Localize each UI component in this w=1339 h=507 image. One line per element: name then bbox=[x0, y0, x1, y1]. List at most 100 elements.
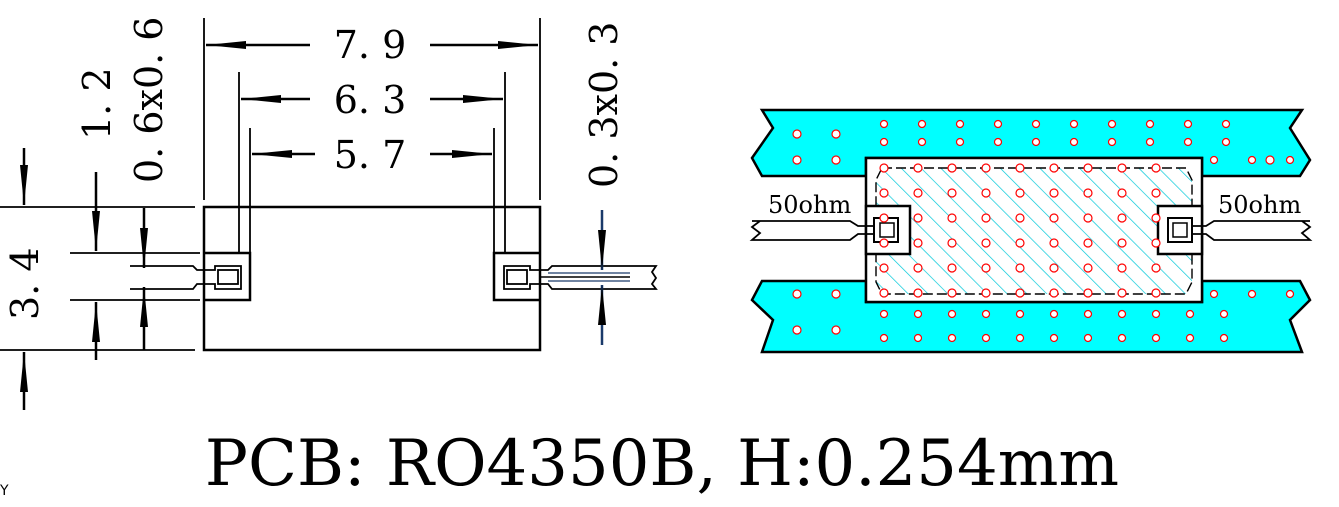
via bbox=[993, 137, 1003, 147]
via bbox=[955, 119, 965, 129]
via bbox=[1083, 163, 1093, 173]
via bbox=[1049, 163, 1059, 173]
via bbox=[1083, 333, 1093, 343]
via bbox=[1183, 119, 1193, 129]
left-view: 7. 9 6. 3 5. 7 1. 2 0. 6x0. 6 3. 4 0. 3x… bbox=[0, 17, 658, 410]
via bbox=[947, 288, 957, 298]
via bbox=[981, 188, 991, 198]
via bbox=[879, 238, 889, 248]
via bbox=[1083, 309, 1093, 319]
dim-overall-width: 7. 9 bbox=[334, 23, 407, 67]
via bbox=[831, 325, 841, 335]
via bbox=[1117, 333, 1127, 343]
via bbox=[879, 137, 889, 147]
via bbox=[1015, 238, 1025, 248]
via bbox=[1209, 155, 1219, 165]
via bbox=[879, 163, 889, 173]
via bbox=[917, 137, 927, 147]
via bbox=[1083, 213, 1093, 223]
via bbox=[1151, 163, 1161, 173]
via bbox=[879, 288, 889, 298]
via bbox=[981, 288, 991, 298]
via-array bbox=[792, 119, 1295, 343]
via bbox=[947, 309, 957, 319]
via bbox=[913, 288, 923, 298]
via bbox=[1151, 188, 1161, 198]
via bbox=[981, 163, 991, 173]
left-pad bbox=[130, 265, 242, 290]
via bbox=[993, 119, 1003, 129]
via bbox=[792, 289, 802, 299]
via bbox=[879, 119, 889, 129]
right-port-label: 50ohm bbox=[1218, 191, 1301, 219]
dim-mid-width: 6. 3 bbox=[334, 78, 407, 122]
via bbox=[1015, 288, 1025, 298]
via bbox=[1015, 213, 1025, 223]
via bbox=[1049, 213, 1059, 223]
via bbox=[1015, 333, 1025, 343]
via bbox=[831, 289, 841, 299]
via bbox=[1219, 333, 1229, 343]
via bbox=[831, 155, 841, 165]
via bbox=[947, 213, 957, 223]
via bbox=[792, 155, 802, 165]
via bbox=[947, 238, 957, 248]
pcb-caption: PCB: RO4350B, H:0.254mm bbox=[205, 427, 1119, 501]
via bbox=[1117, 309, 1127, 319]
via bbox=[917, 119, 927, 129]
via bbox=[1069, 119, 1079, 129]
via bbox=[1031, 137, 1041, 147]
via bbox=[1083, 188, 1093, 198]
via bbox=[1209, 289, 1219, 299]
via bbox=[1015, 263, 1025, 273]
via bbox=[1117, 263, 1127, 273]
via bbox=[1185, 333, 1195, 343]
dim-wire-size: 0. 3x0. 3 bbox=[582, 22, 626, 188]
via bbox=[1247, 155, 1257, 165]
right-pocket bbox=[492, 251, 540, 302]
right-pad bbox=[503, 265, 658, 290]
via bbox=[1221, 137, 1231, 147]
via bbox=[1265, 155, 1275, 165]
via bbox=[981, 309, 991, 319]
via bbox=[1145, 119, 1155, 129]
via bbox=[1049, 238, 1059, 248]
right-feed-line bbox=[1192, 220, 1313, 241]
dim-pad-length: 1. 2 bbox=[75, 67, 119, 140]
via bbox=[1015, 163, 1025, 173]
via bbox=[1015, 309, 1025, 319]
via bbox=[913, 309, 923, 319]
via bbox=[1151, 213, 1161, 223]
via bbox=[1069, 137, 1079, 147]
via bbox=[1117, 188, 1127, 198]
via bbox=[913, 263, 923, 273]
via bbox=[1049, 309, 1059, 319]
via bbox=[913, 238, 923, 248]
via bbox=[879, 188, 889, 198]
housing-body bbox=[202, 205, 542, 352]
via bbox=[879, 263, 889, 273]
via bbox=[1151, 263, 1161, 273]
via bbox=[913, 188, 923, 198]
via bbox=[879, 213, 889, 223]
via bbox=[1151, 333, 1161, 343]
left-pocket bbox=[204, 251, 252, 302]
via bbox=[955, 137, 965, 147]
via bbox=[947, 333, 957, 343]
via bbox=[1183, 137, 1193, 147]
via bbox=[1049, 263, 1059, 273]
via bbox=[913, 333, 923, 343]
dim-height: 3. 4 bbox=[3, 247, 47, 320]
via bbox=[1107, 137, 1117, 147]
via bbox=[1185, 309, 1195, 319]
via bbox=[981, 213, 991, 223]
via bbox=[792, 129, 802, 139]
right-view: 50ohm 50ohm bbox=[749, 108, 1313, 354]
via bbox=[981, 238, 991, 248]
via bbox=[1145, 137, 1155, 147]
dim-inner-width: 5. 7 bbox=[334, 133, 407, 177]
via bbox=[792, 325, 802, 335]
via bbox=[1221, 119, 1231, 129]
via bbox=[1083, 263, 1093, 273]
